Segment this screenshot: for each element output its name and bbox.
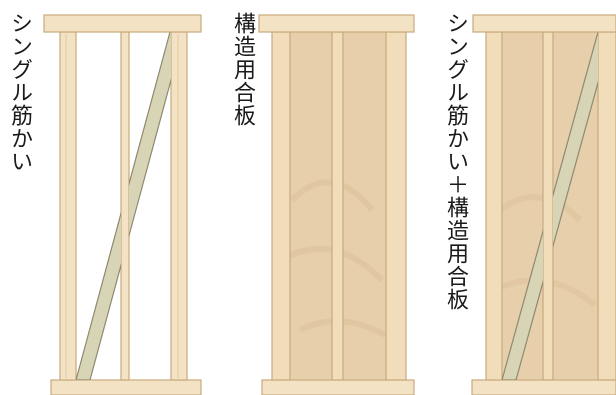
- bottom-plate: [50, 379, 202, 395]
- center-stud: [542, 31, 554, 381]
- right-stud: [597, 31, 616, 381]
- label-single-bracing: シングル筋かい: [7, 12, 32, 173]
- panel-bracing-plus-plywood: [471, 14, 616, 395]
- right-stud: [385, 31, 407, 381]
- top-plate: [472, 14, 616, 33]
- right-stud: [170, 31, 188, 381]
- panel-structural-plywood: [258, 14, 415, 395]
- center-stud: [331, 31, 344, 381]
- panel-single-bracing: [43, 14, 202, 395]
- left-stud: [59, 31, 77, 381]
- label-structural-plywood: 構造用合板: [230, 12, 255, 127]
- diagonal-brace: [502, 32, 598, 380]
- left-stud: [485, 31, 503, 381]
- center-stud: [120, 31, 130, 381]
- label-bracing-plus-plywood: シングル筋かい＋構造用合板: [443, 12, 468, 311]
- left-stud: [271, 31, 291, 381]
- top-plate: [258, 14, 415, 33]
- top-plate: [43, 14, 202, 33]
- bottom-plate: [261, 379, 415, 395]
- diagonal-brace: [76, 32, 171, 380]
- bottom-plate: [471, 379, 616, 395]
